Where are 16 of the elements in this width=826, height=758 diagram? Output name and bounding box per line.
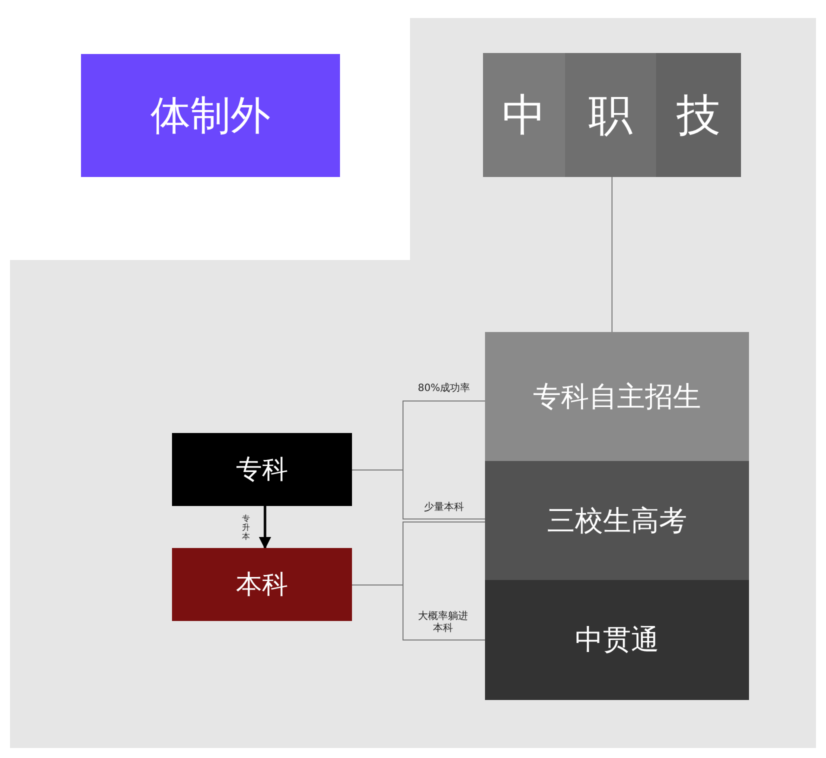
box-segment: 中 bbox=[483, 53, 565, 177]
category-box: 体制外 bbox=[81, 54, 340, 177]
box-segment: 技 bbox=[656, 53, 741, 177]
edge-label: 80%成功率 bbox=[416, 383, 472, 395]
box-segment: 职 bbox=[565, 53, 656, 177]
edge-label: 专升本 bbox=[241, 514, 251, 541]
connector-line bbox=[352, 584, 486, 640]
edge-label: 大概率躺进本科 bbox=[418, 611, 468, 635]
path-box: 专科自主招生 bbox=[485, 332, 749, 461]
degree-box: 本科 bbox=[172, 548, 352, 621]
path-box: 三校生高考 bbox=[485, 461, 749, 580]
degree-box: 专科 bbox=[172, 433, 352, 506]
path-box: 中贯通 bbox=[485, 580, 749, 700]
edge-label: 少量本科 bbox=[423, 502, 465, 514]
connector-line bbox=[352, 470, 486, 520]
arrow bbox=[258, 506, 272, 550]
